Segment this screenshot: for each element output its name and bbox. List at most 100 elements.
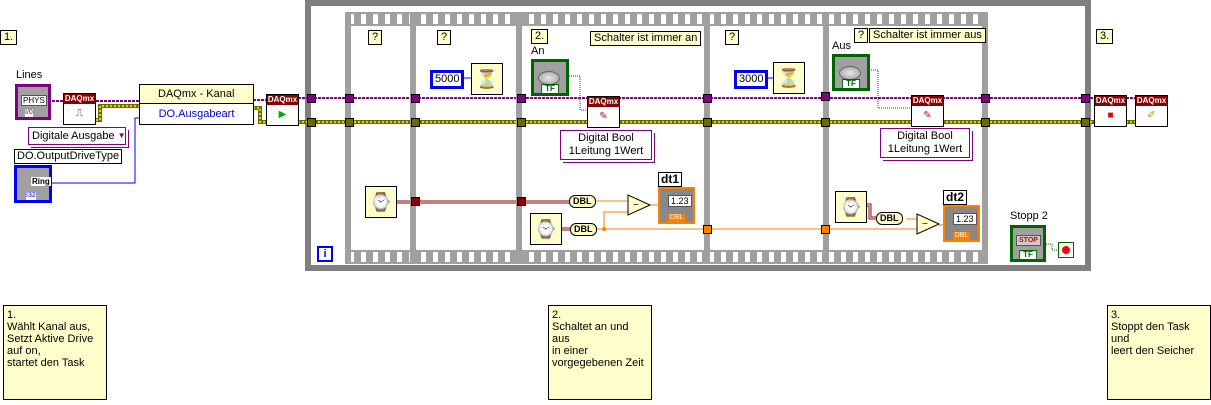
sequence-bottom-film <box>345 250 988 264</box>
dbl-wire <box>594 200 943 230</box>
dt1-label: dt1 <box>658 172 682 187</box>
channel-type-ring[interactable]: Digitale Ausgabe▼ <box>28 127 126 145</box>
frame-border <box>410 12 416 264</box>
tunnel <box>345 118 354 127</box>
ring-value: Digitale Ausgabe <box>32 130 115 142</box>
tunnel <box>517 94 526 103</box>
dt2-label: dt2 <box>943 190 967 205</box>
daqmx-write-1[interactable]: DAQmx✎ <box>587 96 620 128</box>
tf-type: TF <box>541 84 559 94</box>
comment-3: 3. Stoppt den Task und leert den Seicher <box>1107 305 1211 400</box>
tf-type: TF <box>842 79 860 89</box>
stop-label: Stopp 2 <box>1010 210 1048 222</box>
sequence-top-film <box>345 12 988 26</box>
tunnel <box>307 118 316 127</box>
frame4-comment: ? <box>725 30 740 45</box>
daqmx-header: DAQmx <box>267 95 298 105</box>
comment-2: 2. Schaltet an und aus in einer vorgegeb… <box>548 305 652 400</box>
task-wire <box>52 97 1135 102</box>
eraser-icon: ✐ <box>1147 110 1156 121</box>
tick-count-icon[interactable]: ⌚ <box>530 213 562 245</box>
phys-channel-constant[interactable]: PHYS I/0 <box>15 84 51 120</box>
stop-square-icon: ■ <box>1107 110 1114 121</box>
indicator-value: 1.23 <box>668 195 692 207</box>
tunnel <box>411 94 420 103</box>
drive-type-wire <box>51 117 139 184</box>
loop-condition-terminal <box>1058 242 1074 258</box>
frame3-comment: Schalter ist immer an <box>590 31 702 46</box>
an-bool-control[interactable]: TF <box>531 59 569 96</box>
indicator-type: DBL <box>952 232 971 240</box>
tunnel <box>307 94 316 103</box>
property-item: DO.Ausgabeart <box>140 104 253 124</box>
drive-type-ring-control[interactable]: Ring I32 <box>14 165 52 203</box>
wait-metronome-icon[interactable]: ⏳ <box>471 63 503 95</box>
frame2-comment: ? <box>437 30 452 45</box>
stop-text: STOP <box>1016 235 1041 246</box>
tunnel <box>821 92 830 101</box>
wait-5000-constant[interactable]: 5000 <box>430 70 465 89</box>
error-wire-stripe <box>96 105 1135 123</box>
stop-button-control[interactable]: STOP TF <box>1010 225 1046 262</box>
wait-metronome-icon[interactable]: ⏳ <box>773 62 805 94</box>
ring-line: Digital Bool <box>897 130 953 142</box>
daqmx-start-task[interactable]: DAQmx▶ <box>266 94 299 126</box>
tunnel <box>703 94 712 103</box>
tick-count-icon[interactable]: ⌚ <box>835 191 867 223</box>
daqmx-header: DAQmx <box>1095 96 1126 106</box>
tunnel <box>411 197 420 206</box>
frame5-comment: Schalter ist immer aus <box>869 28 986 43</box>
step-label-1: 1. <box>0 30 18 45</box>
to-dbl-3: DBL <box>876 212 903 225</box>
frame1-comment: ? <box>368 30 383 45</box>
property-node[interactable]: DAQmx - Kanal DO.Ausgabeart <box>139 84 254 125</box>
led-icon <box>538 71 560 85</box>
tunnel <box>345 94 354 103</box>
daqmx-write-2[interactable]: DAQmx ✎ <box>911 95 944 127</box>
aus-bool-control[interactable]: TF <box>832 54 870 91</box>
ring-line: 1Leitung 1Wert <box>568 145 644 157</box>
lines-label: Lines <box>16 69 43 81</box>
property-node-title: DAQmx - Kanal <box>140 85 253 104</box>
led-icon <box>839 66 861 80</box>
tunnel <box>981 94 990 103</box>
daqmx-clear-task[interactable]: DAQmx ✐ <box>1135 95 1168 127</box>
tunnel <box>703 118 712 127</box>
ring-line: Digital Bool <box>578 132 634 144</box>
tunnel <box>703 225 712 234</box>
create-channel-icon: ⎍ <box>76 108 83 119</box>
dropdown-arrow-icon: ▼ <box>117 131 126 140</box>
frame5-question: ? <box>854 28 869 43</box>
tick-count-icon[interactable]: ⌚ <box>365 186 397 218</box>
daqmx-header: DAQmx <box>912 96 943 106</box>
stop-icon <box>1062 246 1070 254</box>
aus-label: Aus <box>832 40 851 52</box>
tf-type: TF <box>1019 250 1037 260</box>
frame-border <box>516 12 522 264</box>
tunnel <box>981 118 990 127</box>
tunnel <box>517 118 526 127</box>
step-label-3: 3. <box>1096 29 1114 44</box>
write-icon: ✎ <box>923 110 932 121</box>
phys-type: I/0 <box>25 109 33 117</box>
indicator-type: DBL <box>667 214 686 222</box>
wait-3000-constant[interactable]: 3000 <box>734 70 769 89</box>
drive-type-label: DO.OutputDriveType <box>14 149 123 164</box>
tunnel <box>1081 94 1090 103</box>
comment-1: 1. Wählt Kanal aus, Setzt Aktive Drive a… <box>3 305 107 400</box>
tunnel <box>821 118 830 127</box>
minus-icon: − <box>633 200 639 211</box>
frame-border <box>982 12 988 264</box>
daqmx-stop-task[interactable]: DAQmx ■ <box>1094 95 1127 127</box>
daqmx-create-channel[interactable]: DAQmx⎍ <box>63 93 96 125</box>
iteration-terminal: i <box>317 246 333 262</box>
daqmx-header: DAQmx <box>1136 96 1167 106</box>
to-dbl-2: DBL <box>570 223 597 236</box>
tunnel <box>517 197 526 206</box>
